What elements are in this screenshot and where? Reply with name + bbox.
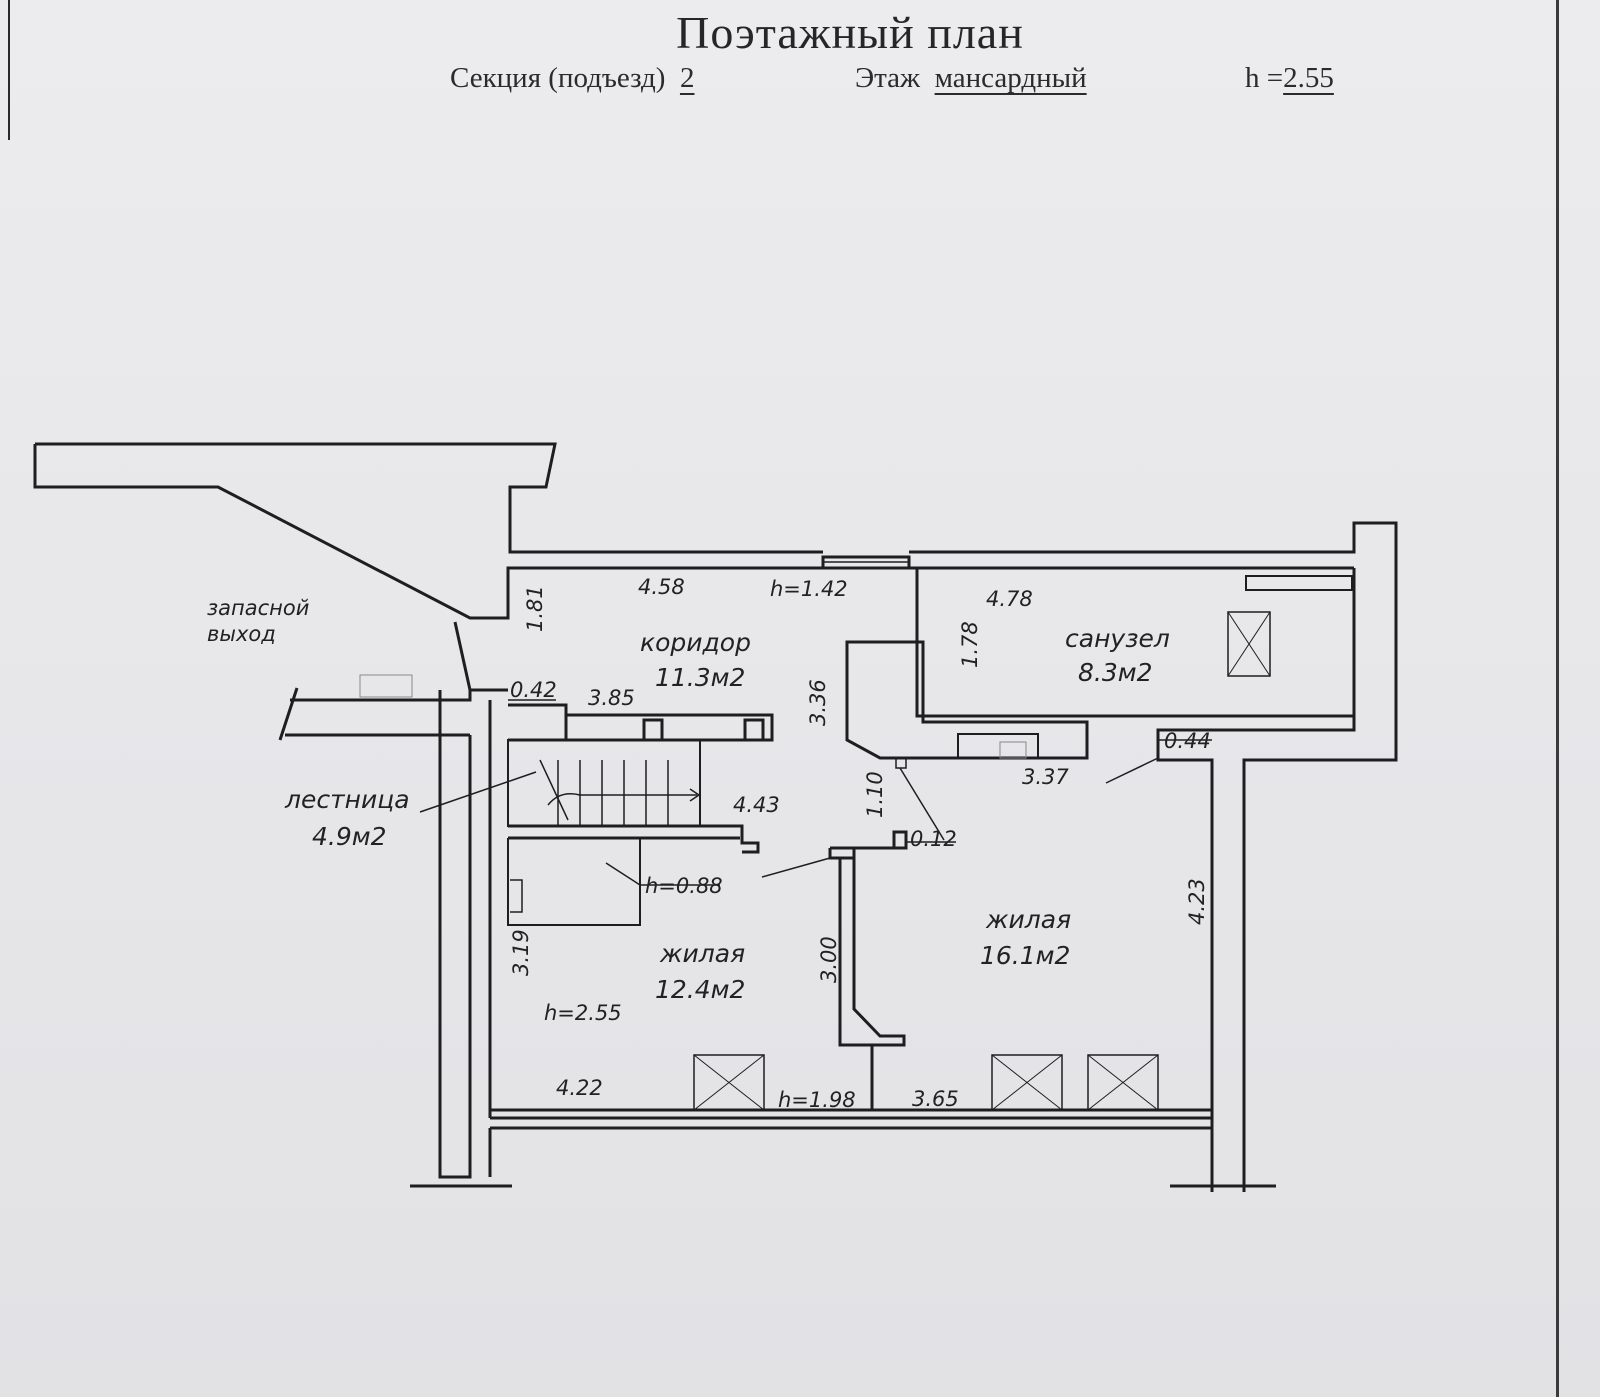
dim-478: 4.78 <box>986 587 1033 611</box>
chimney-inner <box>957 733 1039 759</box>
plan-title: Поэтажный план <box>676 7 1024 58</box>
floor-label: Этаж <box>855 62 921 94</box>
height-field: h =2.55 <box>1245 62 1334 95</box>
dim-181: 1.81 <box>523 585 547 632</box>
dim-385: 3.85 <box>588 686 635 710</box>
height-value: 2.55 <box>1283 62 1334 94</box>
stairs-area: 4.9м2 <box>312 822 387 851</box>
exit-wall-upper <box>278 687 299 741</box>
sheet-left-edge <box>8 0 10 140</box>
leader-337 <box>1105 757 1159 784</box>
skylight-bath <box>1227 611 1271 677</box>
exit-label-2: выход <box>207 622 276 646</box>
leader-088 <box>605 862 720 886</box>
sheet-right-edge <box>1556 0 1559 1397</box>
leader-110 <box>899 767 945 841</box>
living-right-name: жилая <box>985 905 1071 934</box>
dim-443: 4.43 <box>733 793 780 817</box>
bathroom-name: санузел <box>1065 624 1170 653</box>
floor-value: мансардный <box>934 62 1087 94</box>
bathroom-vent-bar <box>1245 575 1353 591</box>
living-left-name: жилая <box>659 939 745 968</box>
dim-h255: h=2.55 <box>544 1001 622 1025</box>
stair-landing <box>508 703 568 742</box>
dim-110: 1.10 <box>863 771 887 818</box>
section-value: 2 <box>679 62 695 94</box>
dim-319: 3.19 <box>509 929 533 976</box>
dim-042: 0.42 <box>510 678 557 702</box>
skylight-1 <box>693 1054 765 1111</box>
dim-336: 3.36 <box>806 679 830 726</box>
corridor-name: коридор <box>640 628 751 657</box>
top-wall-right <box>909 521 1398 1192</box>
section-field: Секция (подъезд) 2 <box>450 62 694 95</box>
low-ceiling-box <box>507 838 641 926</box>
height-label: h = <box>1245 62 1284 94</box>
bathroom-area: 8.3м2 <box>1078 658 1153 687</box>
skylight-2 <box>991 1054 1063 1111</box>
dim-178: 1.78 <box>958 621 982 668</box>
living-left-area: 12.4м2 <box>655 975 745 1004</box>
dim-422: 4.22 <box>556 1076 603 1100</box>
dim-458: 4.58 <box>638 575 685 599</box>
chimney-block <box>845 640 1089 760</box>
living-partition <box>830 830 908 1110</box>
corridor-area: 11.3м2 <box>655 663 745 692</box>
stair-block <box>507 739 701 827</box>
dim-h088: h=0.88 <box>645 874 723 898</box>
dim-423: 4.23 <box>1185 878 1209 925</box>
dim-044: 0.44 <box>1164 729 1211 753</box>
dim-365: 3.65 <box>912 1087 959 1111</box>
floor-field: Этаж мансардный <box>855 62 1087 95</box>
exterior-outline-inner <box>33 444 823 620</box>
stairs-name: лестница <box>284 785 410 814</box>
dim-h142: h=1.42 <box>770 577 848 601</box>
dim-h198: h=1.98 <box>778 1088 856 1112</box>
left-wall <box>438 690 472 1179</box>
exterior-outline-top <box>35 442 823 554</box>
dim-300: 3.00 <box>817 936 841 983</box>
leader-living <box>761 857 831 878</box>
post-right <box>743 718 765 742</box>
dim-337: 3.37 <box>1022 765 1069 789</box>
leader-stairs <box>419 771 537 813</box>
section-label: Секция (подъезд) <box>450 62 666 94</box>
post-left <box>642 718 664 742</box>
living-right-area: 16.1м2 <box>980 941 1070 970</box>
skylight-3 <box>1087 1054 1159 1111</box>
dim-012: 0.12 <box>910 827 957 851</box>
exit-label-1: запасной <box>207 596 309 620</box>
